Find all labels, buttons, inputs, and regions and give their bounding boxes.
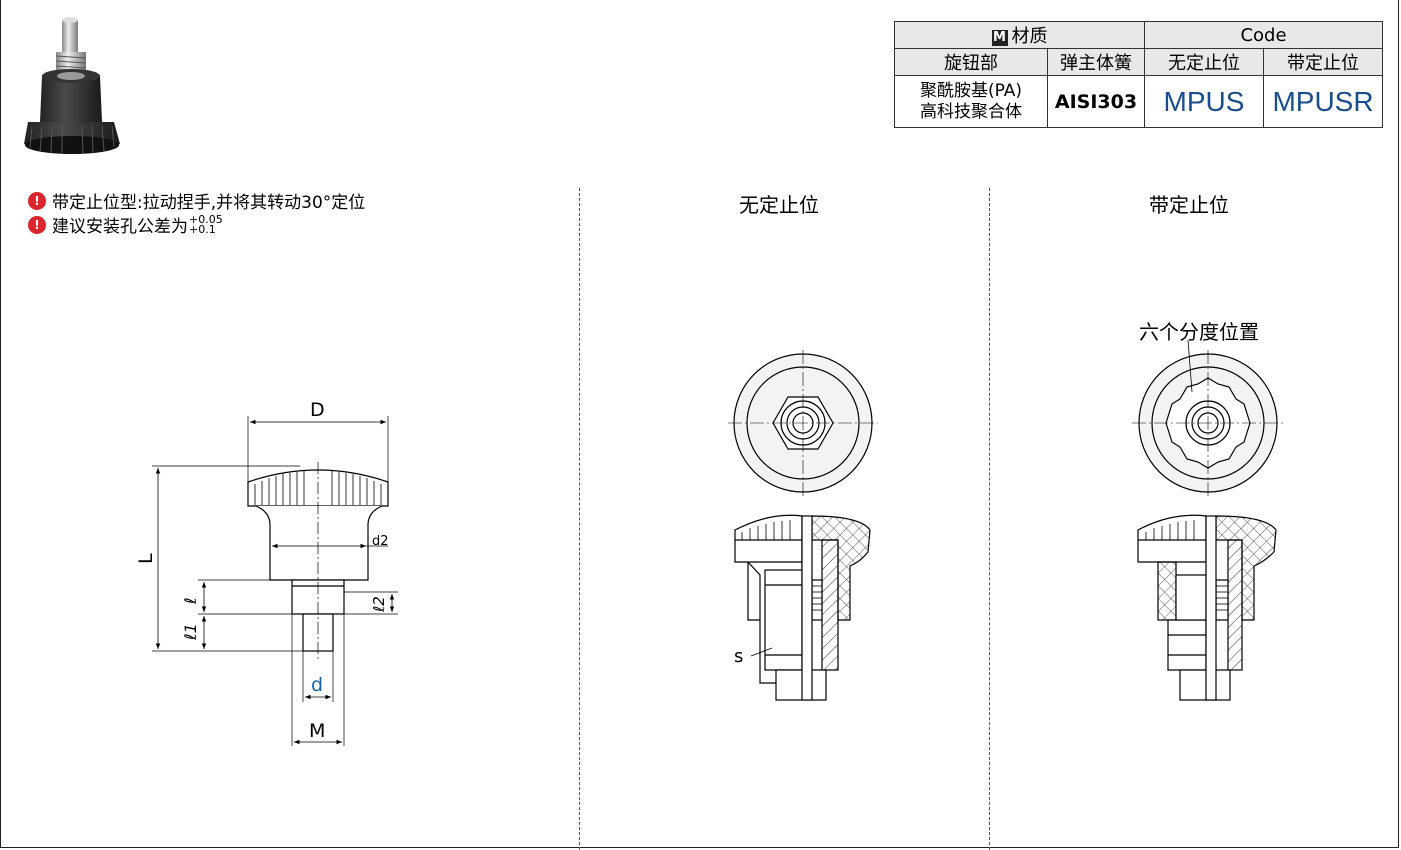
with-stop-top-view bbox=[1132, 339, 1284, 496]
dim-d: d bbox=[311, 674, 323, 696]
dim-l1: ℓ1 bbox=[181, 623, 200, 641]
warning-icon: ! bbox=[28, 191, 46, 210]
no-stop-title: 无定止位 bbox=[739, 193, 819, 217]
dim-s: s bbox=[734, 646, 743, 667]
note-1: ! 带定止位型:拉动捏手,并将其转动30°定位 bbox=[28, 188, 365, 213]
dim-D: D bbox=[310, 399, 325, 421]
no-stop-section bbox=[734, 514, 871, 701]
material-header: 材质 bbox=[1011, 26, 1048, 47]
with-stop-title: 带定止位 bbox=[1149, 193, 1229, 217]
column-divider bbox=[989, 188, 990, 850]
no-stop-top-view bbox=[728, 350, 878, 496]
tolerance: +0.05 +0.1 bbox=[189, 212, 223, 236]
spring-material: AISI303 bbox=[1047, 75, 1145, 128]
dim-M: M bbox=[309, 720, 325, 742]
dim-d2: d2 bbox=[372, 534, 389, 549]
no-stop-header: 无定止位 bbox=[1144, 48, 1264, 76]
knob-material-cell: 聚酰胺基(PA) 高科技聚合体 bbox=[894, 75, 1048, 128]
tolerance-upper: +0.05 bbox=[189, 212, 223, 226]
code-no-stop: MPUS bbox=[1144, 75, 1264, 128]
with-stop-section bbox=[1137, 514, 1277, 701]
tolerance-lower: +0.1 bbox=[189, 222, 216, 236]
knob-part-header: 旋钮部 bbox=[894, 48, 1048, 76]
code-with-stop: MPUSR bbox=[1263, 75, 1383, 128]
note-2-text: 建议安装孔公差为 bbox=[52, 217, 188, 237]
dim-l: ℓ bbox=[181, 597, 200, 605]
material-badge: M bbox=[991, 30, 1008, 46]
knob-material-line1: 聚酰胺基(PA) bbox=[919, 80, 1023, 101]
knob-material-line2: 高科技聚合体 bbox=[920, 101, 1022, 122]
note-1-text: 带定止位型:拉动捏手,并将其转动30°定位 bbox=[52, 193, 366, 213]
note-2: ! 建议安装孔公差为 +0.05 +0.1 bbox=[28, 212, 223, 237]
six-positions-label: 六个分度位置 bbox=[1139, 320, 1259, 344]
column-divider bbox=[579, 188, 580, 850]
with-stop-header: 带定止位 bbox=[1263, 48, 1383, 76]
dimension-drawing bbox=[152, 416, 398, 746]
dim-L: L bbox=[135, 553, 157, 564]
warning-icon: ! bbox=[28, 215, 46, 234]
product-photo bbox=[24, 17, 120, 155]
code-header: Code bbox=[1144, 21, 1383, 49]
dim-l2: ℓ2 bbox=[370, 596, 388, 613]
spring-part-header: 弹主体簧 bbox=[1047, 48, 1145, 76]
